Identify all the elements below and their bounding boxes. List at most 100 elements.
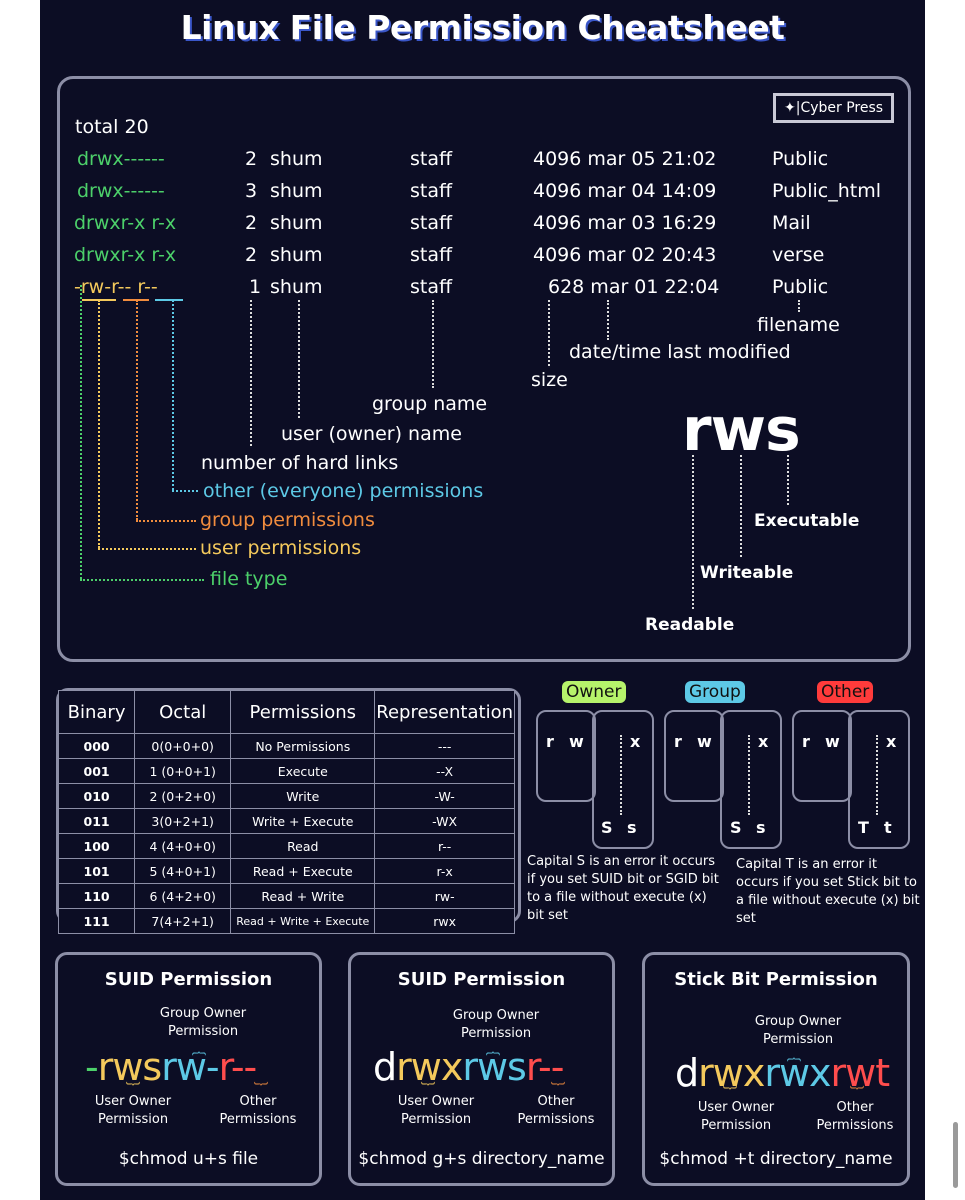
row-permissions: drwxr-x r-x [74, 212, 177, 234]
table-cell: Read + Write [230, 883, 376, 909]
table-cell: 010 [57, 783, 136, 809]
group-brace: ︷ [192, 1042, 206, 1058]
row-filename: Public_html [772, 180, 882, 202]
table-cell: r-- [374, 833, 515, 859]
suid-card: SUID Permission Group Owner Permission ︷… [55, 952, 322, 1186]
user-perm-label: user permissions [200, 537, 362, 559]
other-x-connector [876, 735, 878, 815]
row-size-date: 628 mar 01 22:04 [548, 276, 720, 298]
other-perm-connector-h [172, 490, 198, 492]
other-w: w [825, 732, 840, 751]
other-perm-connector [172, 300, 174, 490]
filename-label: filename [757, 314, 840, 336]
table-cell: 7(4+2+1) [134, 908, 232, 934]
permission-string: -rwsrw-r-- [85, 1045, 258, 1089]
row-filename: Mail [772, 212, 811, 234]
row-links: 1 [249, 276, 262, 298]
row-group: staff [410, 212, 453, 234]
card-title: SUID Permission [104, 969, 273, 990]
row-filename: Public [772, 148, 829, 170]
perm-part-user: rwx [396, 1045, 463, 1089]
table-cell: 1 (0+0+1) [134, 758, 232, 784]
hard-links-label: number of hard links [201, 452, 399, 474]
user-owner-label: User Owner Permission [397, 1094, 475, 1127]
scrollbar-thumb[interactable] [953, 1122, 958, 1188]
table-cell: rwx [374, 908, 515, 934]
other-label: Other Permissions [517, 1094, 595, 1127]
row-group: staff [410, 180, 453, 202]
user-name-label: user (owner) name [281, 423, 462, 445]
table-cell: 111 [57, 908, 136, 934]
owner-x: x [630, 732, 641, 751]
perm-part-type: - [85, 1045, 99, 1089]
owner-x-connector [620, 735, 622, 815]
writeable-connector [740, 455, 742, 557]
capital-s-note: Capital S is an error it occurs if you s… [527, 854, 719, 923]
table-cell: --X [374, 758, 515, 784]
chmod-command: $chmod u+s file [118, 1149, 259, 1169]
row-user: shum [270, 212, 323, 234]
group-perm-connector [136, 300, 138, 520]
readable-connector [692, 455, 694, 609]
row-links: 3 [245, 180, 258, 202]
table-cell: r-x [374, 858, 515, 884]
table-cell: 6 (4+2+0) [134, 883, 232, 909]
group-small-s: s [756, 818, 766, 837]
perm-part-user: rws [97, 1045, 162, 1089]
group-perm-connector-h [136, 520, 196, 522]
other-brace: ︸ [254, 1082, 268, 1098]
other-label: Other [817, 681, 874, 703]
datetime-label: date/time last modified [569, 341, 791, 363]
table-cell: Read + Execute [230, 858, 376, 884]
table-cell: -WX [374, 808, 515, 834]
owner-label: Owner [562, 681, 626, 703]
row-group: staff [410, 244, 453, 266]
perm-part-other: r-- [218, 1045, 258, 1089]
other-perm-label: other (everyone) permissions [203, 480, 484, 502]
row-permissions: -rw-r-- r-- [74, 276, 158, 298]
executable-connector [787, 455, 789, 505]
row-size-date: 4096 mar 03 16:29 [533, 212, 717, 234]
group-owner-label: Group Owner Permission [452, 1008, 540, 1041]
user-owner-label: User Owner Permission [697, 1100, 775, 1133]
user-brace: ︸ [421, 1082, 435, 1098]
perm-part-group: rwx [764, 1051, 831, 1095]
row-group: staff [410, 276, 453, 298]
perm-part-group: rw- [161, 1045, 219, 1089]
other-r: r [802, 732, 810, 751]
sgid-card: SUID Permission Group Owner Permission ︷… [348, 952, 615, 1186]
row-user: shum [270, 276, 323, 298]
row-permissions: drwxr-x r-x [74, 244, 177, 266]
row-links: 2 [245, 148, 258, 170]
table-cell: 5 (4+0+1) [134, 858, 232, 884]
chmod-command: $chmod g+s directory_name [358, 1149, 605, 1169]
user-perm-connector [98, 300, 100, 548]
perm-part-type: d [373, 1045, 397, 1089]
perm-part-type: d [675, 1051, 699, 1095]
table-cell: 0(0+0+0) [134, 733, 232, 759]
other-label: Other Permissions [219, 1094, 297, 1127]
group-perm-label: group permissions [200, 509, 375, 531]
readable-label: Readable [645, 615, 735, 635]
table-cell: 000 [57, 733, 136, 759]
user-brace: ︸ [723, 1086, 737, 1102]
file-type-connector [80, 285, 82, 579]
table-cell: --- [374, 733, 515, 759]
card-title: SUID Permission [397, 969, 566, 990]
file-type-label: file type [210, 568, 288, 590]
table-cell: Read + Write + Execute [230, 908, 376, 934]
row-filename: Public [772, 276, 829, 298]
other-label: Other Permissions [816, 1100, 894, 1133]
group-owner-label: Group Owner Permission [754, 1014, 842, 1047]
file-type-connector-h [80, 579, 204, 581]
sticky-bit-card: Stick Bit Permission Group Owner Permiss… [642, 952, 910, 1186]
other-x-box [848, 710, 910, 849]
row-user: shum [270, 244, 323, 266]
